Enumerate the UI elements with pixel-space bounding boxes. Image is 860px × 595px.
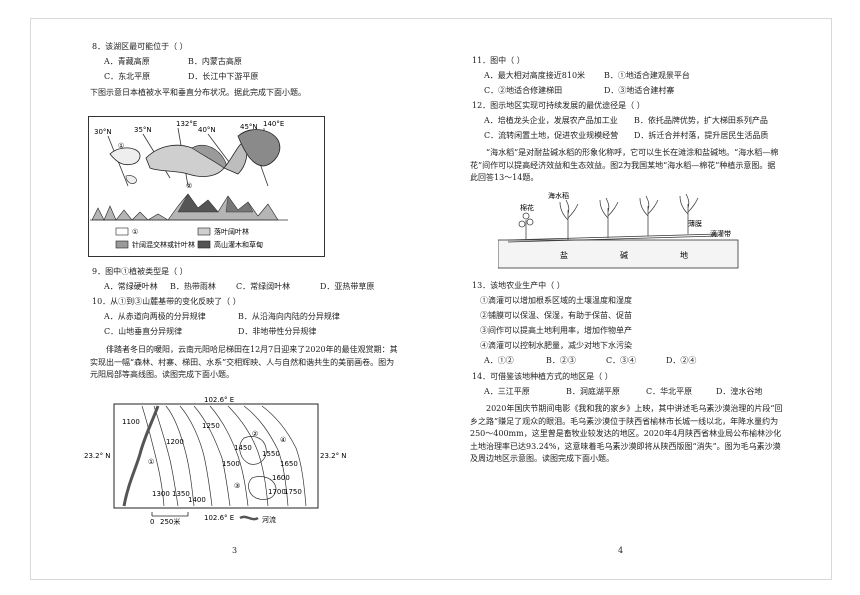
q10-option-c: C．山地垂直分异规律 xyxy=(104,327,183,336)
contour-1300: 1300 xyxy=(152,490,170,498)
q9-option-b: B．热带雨林 xyxy=(170,282,216,291)
contour-1700: 1700 xyxy=(268,488,286,496)
q13-statement-2: ②铺膜可以保温、保湿，有助于保苗、促苗 xyxy=(480,311,632,320)
label-cotton: 棉花 xyxy=(520,203,534,212)
legend-1: ① xyxy=(132,228,138,236)
q9-option-c: C．常绿阔叶林 xyxy=(236,282,291,291)
page-number-left: 3 xyxy=(232,546,238,555)
contour-1600: 1600 xyxy=(272,474,290,482)
q12-option-c: C．流转闲置土地，促进农业规模经营 xyxy=(484,131,619,140)
legend-4: 高山灌木和草甸 xyxy=(214,240,263,249)
point-1: ① xyxy=(148,458,154,466)
contour-map: 102.6° E 102.6° E 23.2° N 23.2° N 1100 1… xyxy=(84,396,347,526)
label-salt-1: 盐 xyxy=(560,250,568,260)
scale-zero: 0 xyxy=(150,518,154,526)
label-rice: 海水稻 xyxy=(548,191,569,200)
rice-cotton-figure: 棉花 海水稻 薄膜 滴灌带 盐 碱 地 xyxy=(498,191,739,269)
q10-stem: 10．从①到③山麓基带的变化反映了（ ） xyxy=(92,297,241,306)
contour-1400: 1400 xyxy=(188,496,206,504)
q12-stem: 12．图示地区实现可持续发展的最优途径是（ ） xyxy=(472,101,645,110)
label-lat-right: 23.2° N xyxy=(320,452,347,460)
legend-3: 针阔混交林或针叶林 xyxy=(132,240,195,249)
contour-1200: 1200 xyxy=(166,438,184,446)
q10-option-b: B．从沿海向内陆的分异规律 xyxy=(238,312,340,321)
q11-option-d: D．③地适合建村寨 xyxy=(604,86,675,95)
q13-statement-1: ①滴灌可以增加根系区域的土壤温度和湿度 xyxy=(480,296,632,305)
q8-option-d: D．长江中下游平原 xyxy=(188,72,259,81)
q13-option-c: C．③④ xyxy=(606,356,637,365)
q13-statement-3: ③间作可以提高土地利用率，增加作物单产 xyxy=(480,326,632,335)
intro-text-1: 下图示意日本植被水平和垂直分布状况。据此完成下面小题。 xyxy=(90,88,306,97)
intro-text-4: 2020年国庆节期间电影《我和我的家乡》上映，其中讲述毛乌素沙漠治理的片段“回乡… xyxy=(470,404,783,463)
label-film: 薄膜 xyxy=(688,219,702,228)
label-lat45: 45°N xyxy=(240,123,258,131)
legend-2: 落叶阔叶林 xyxy=(214,227,249,236)
q13-stem: 13．该地农业生产中（ ） xyxy=(472,281,565,290)
label-lat40: 40°N xyxy=(198,126,216,134)
contour-1500: 1500 xyxy=(222,460,240,468)
q13-statement-4: ④滴灌可以控制水肥量，减少对地下水污染 xyxy=(480,341,632,350)
label-lon-top: 102.6° E xyxy=(204,396,234,404)
label-lat35: 35°N xyxy=(134,126,152,134)
label-num2: ② xyxy=(186,182,192,190)
label-drip: 滴灌带 xyxy=(710,229,731,238)
q14-stem: 14．可借鉴该地种植方式的地区是（ ） xyxy=(472,372,613,381)
q8-stem: 8．该湖区最可能位于（ ） xyxy=(92,42,188,51)
q12-option-b: B．依托品牌优势，扩大梯田系列产品 xyxy=(634,116,768,125)
q14-option-a: A．三江平原 xyxy=(484,387,530,396)
contour-1250: 1250 xyxy=(202,422,220,430)
label-lon132: 132°E xyxy=(176,120,197,128)
page-border xyxy=(30,18,832,580)
q8-option-b: B．内蒙古高原 xyxy=(188,57,242,66)
q14-option-c: C．华北平原 xyxy=(646,387,693,396)
q12-option-a: A．培植龙头企业，发展农产品加工业 xyxy=(484,116,618,125)
label-lat-left: 23.2° N xyxy=(84,452,111,460)
q10-option-d: D．非地带性分异规律 xyxy=(238,327,317,336)
point-4: ④ xyxy=(280,436,286,444)
contour-1350: 1350 xyxy=(172,490,190,498)
q14-option-b: B．洞庭湖平原 xyxy=(566,387,620,396)
japan-vegetation-map: 30°N 35°N 132°E 40°N 45°N 140°E ① ② ① 落叶… xyxy=(88,116,325,257)
q9-option-d: D．亚热带草原 xyxy=(320,282,375,291)
q13-option-b: B．②③ xyxy=(546,356,576,365)
label-num1: ① xyxy=(118,142,124,150)
intro-text-3: “海水稻”是对耐盐碱水稻的形象化称呼，它可以生长在滩涂和盐碱地。“海水稻—棉花”… xyxy=(470,148,779,182)
label-lon-bottom: 102.6° E xyxy=(204,514,234,522)
river-legend-label: 河流 xyxy=(262,515,276,524)
q13-option-d: D．②④ xyxy=(666,356,697,365)
contour-1650: 1650 xyxy=(280,460,298,468)
point-3: ③ xyxy=(234,482,240,490)
q13-option-a: A．①② xyxy=(484,356,514,365)
label-lat30: 30°N xyxy=(94,128,112,136)
q8-option-a: A．青藏高原 xyxy=(104,57,150,66)
scale-label: 250米 xyxy=(160,517,180,526)
q11-stem: 11．图中（ ） xyxy=(472,56,525,65)
contour-1100: 1100 xyxy=(122,418,140,426)
q9-stem: 9．图中①植被类型是（ ） xyxy=(92,267,188,276)
contour-1750: 1750 xyxy=(284,488,302,496)
q9-option-a: A．常绿硬叶林 xyxy=(104,282,158,291)
q11-option-b: B．①地适合建观景平台 xyxy=(604,71,690,80)
label-salt-3: 地 xyxy=(680,250,688,260)
contour-1550: 1550 xyxy=(262,450,280,458)
q8-option-c: C．东北平原 xyxy=(104,72,151,81)
point-2: ② xyxy=(252,430,258,438)
q11-option-a: A．最大相对高度接近810米 xyxy=(484,71,586,80)
label-salt-2: 碱 xyxy=(620,251,628,260)
page-number-right: 4 xyxy=(618,546,624,555)
contour-1450: 1450 xyxy=(234,444,252,452)
q12-option-d: D．拆迁合并村落，提升居民生活品质 xyxy=(634,131,769,140)
q11-option-c: C．②地适合修建梯田 xyxy=(484,86,563,95)
intro-text-2: 俳踏者冬日的暖阳，云南元阳哈尼梯田在12月7日迎来了2020年的最佳观赏期：其实… xyxy=(90,345,398,379)
label-lon140: 140°E xyxy=(263,120,284,128)
q10-option-a: A．从赤道向两极的分异规律 xyxy=(104,312,206,321)
q14-option-d: D．湟水谷地 xyxy=(716,387,763,396)
